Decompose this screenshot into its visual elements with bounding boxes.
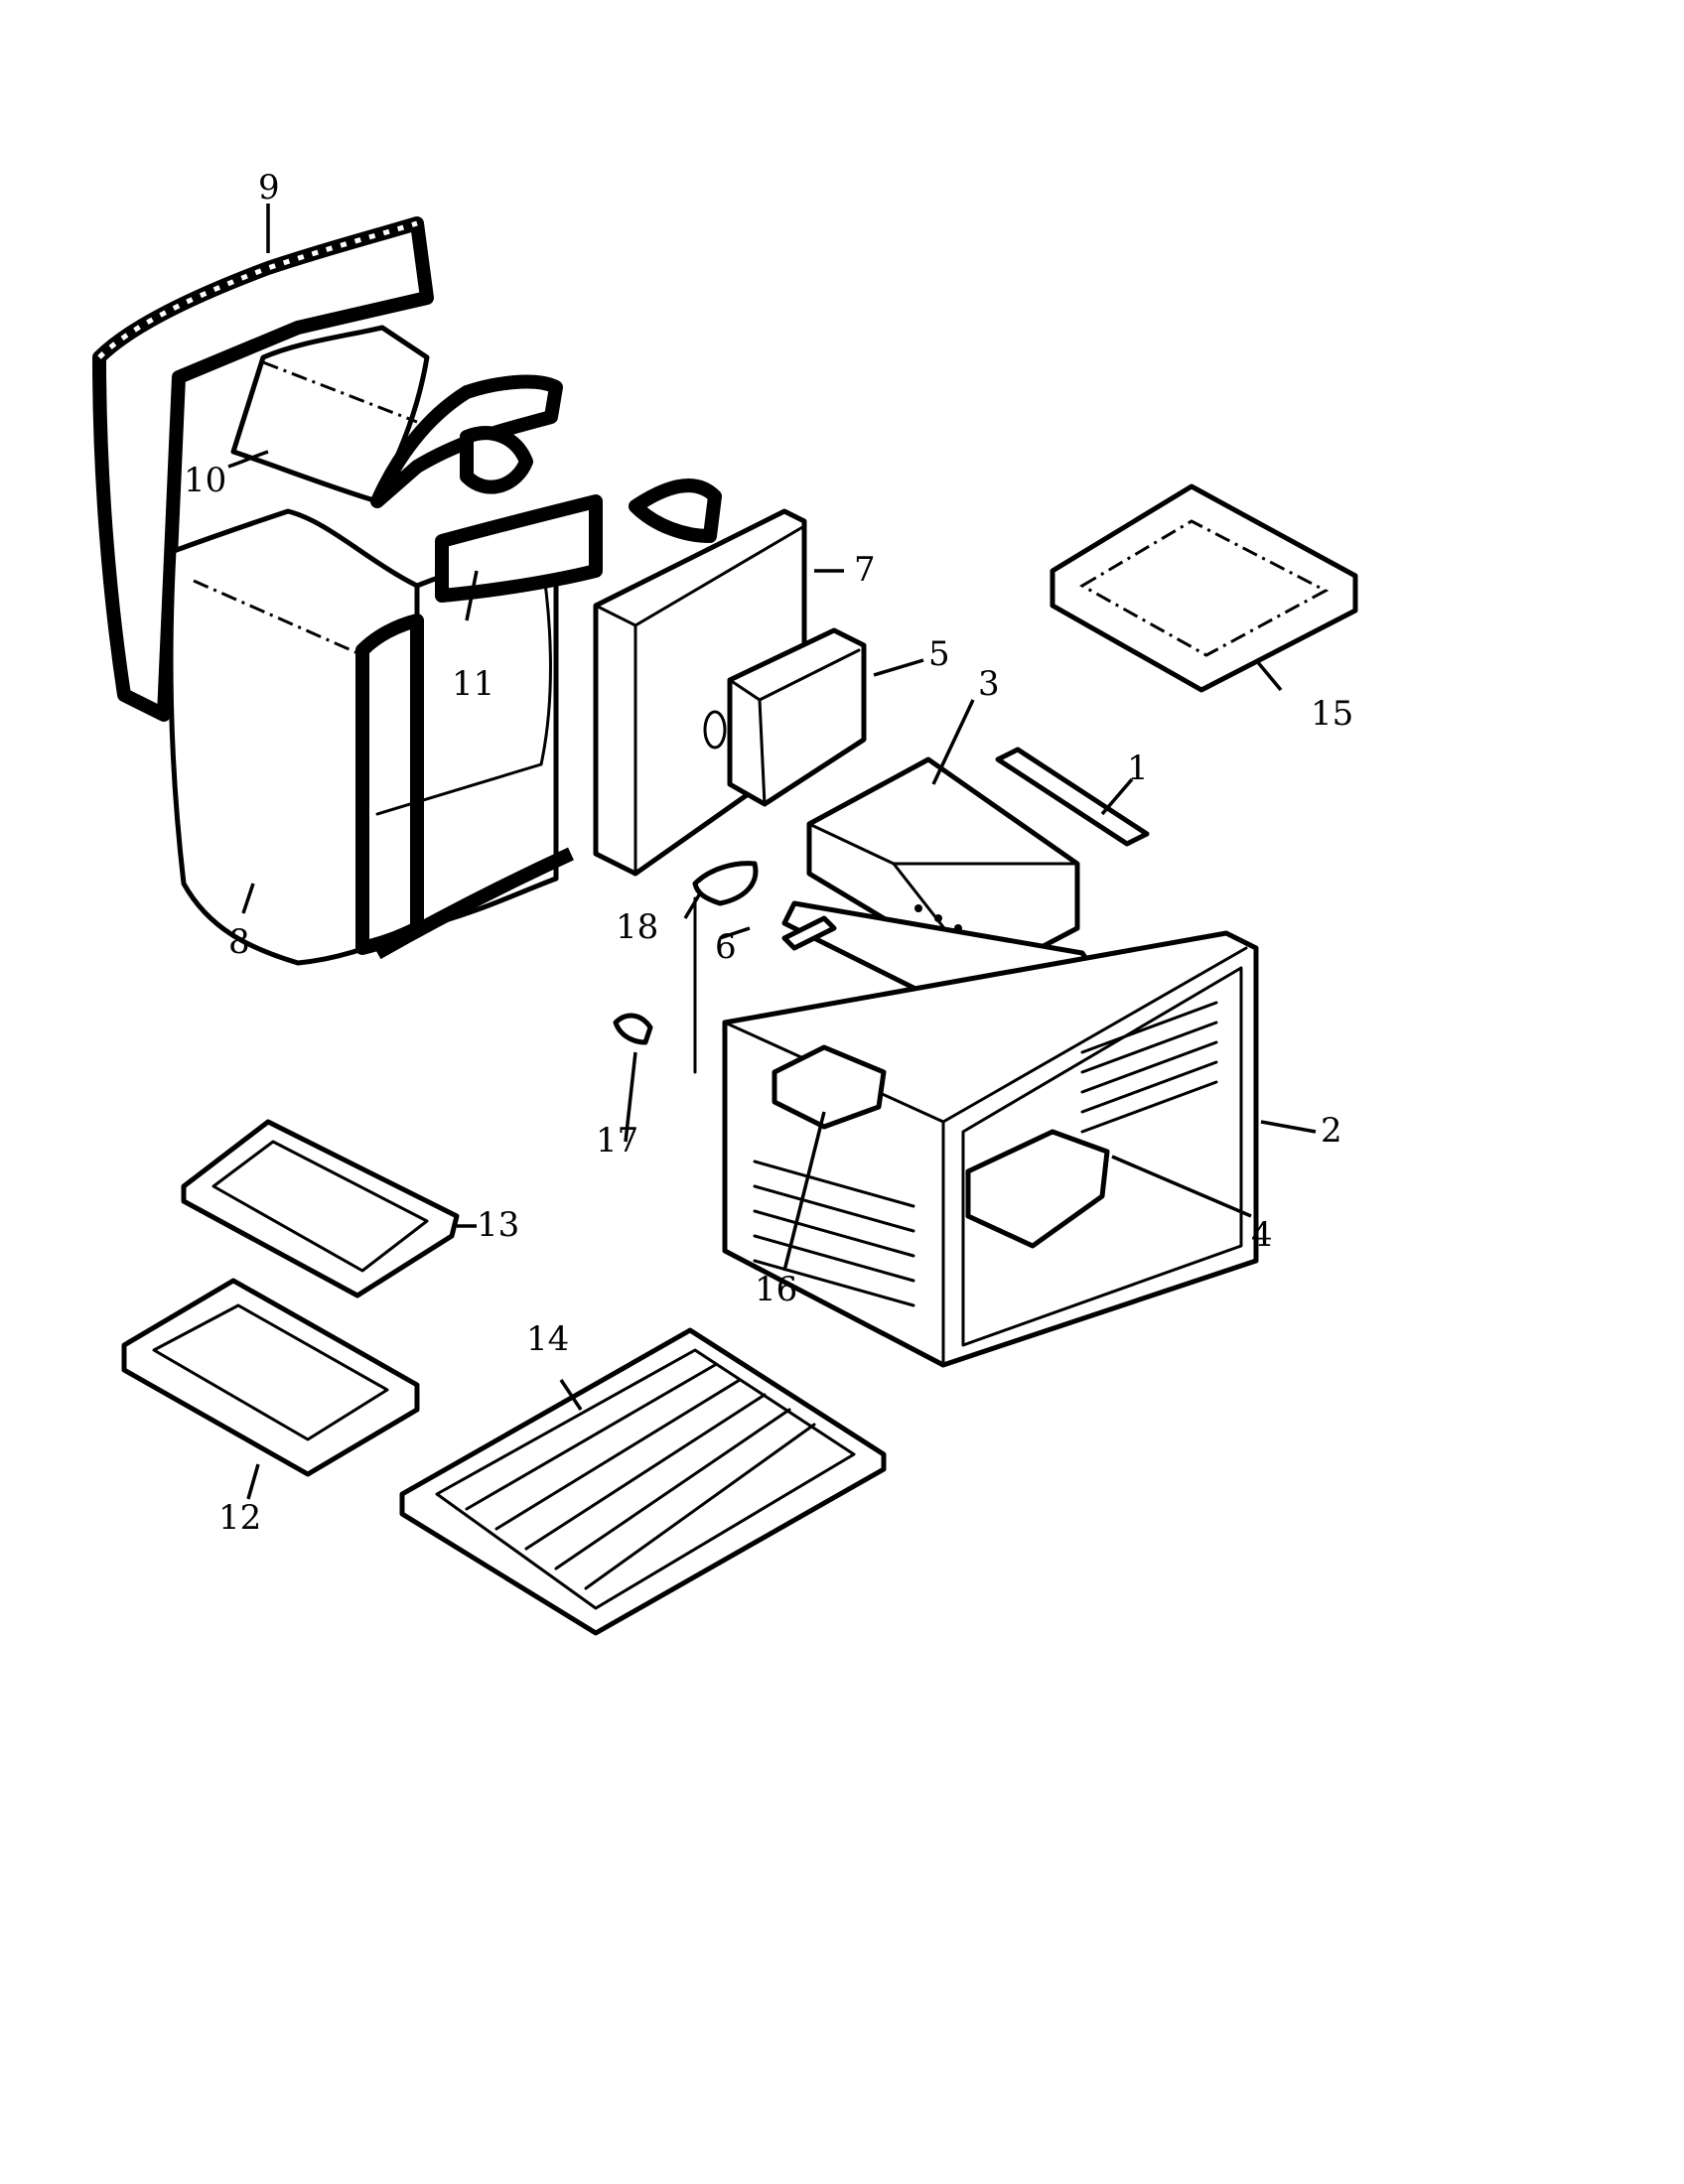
callout-12: 12 <box>218 1498 261 1538</box>
part-1-bar <box>995 747 1150 847</box>
part-12-broiler-pan <box>121 1278 420 1477</box>
callout-4: 4 <box>1251 1215 1273 1255</box>
part-5-heat-shield <box>727 627 867 807</box>
callout-14: 14 <box>526 1319 569 1359</box>
part-18-hanger <box>692 861 759 1074</box>
callout-7: 7 <box>854 550 876 590</box>
callout-11: 11 <box>452 664 494 704</box>
part-9-outer-insulation <box>92 216 434 722</box>
callout-6: 6 <box>715 927 737 967</box>
part-2-oven-liner <box>722 930 1259 1368</box>
callout-3: 3 <box>978 664 1000 704</box>
part-8-oven-insulation-wrap <box>168 508 574 966</box>
callout-13: 13 <box>477 1205 519 1245</box>
part-13-broiler-grid <box>181 1119 460 1298</box>
leader-lines <box>227 204 1317 1500</box>
callout-labels: 9 10 11 8 7 5 3 1 15 2 4 16 6 18 17 13 1… <box>184 168 1353 1538</box>
callout-16: 16 <box>755 1270 797 1309</box>
callout-15: 15 <box>1311 694 1353 734</box>
part-17-small-clip <box>613 1013 653 1045</box>
callout-18: 18 <box>616 907 658 947</box>
part-14-oven-rack <box>399 1327 887 1636</box>
part-11-small-insulation <box>435 426 722 603</box>
callout-1: 1 <box>1127 749 1149 788</box>
liner-ribs <box>753 1001 1218 1307</box>
callout-5: 5 <box>928 634 950 674</box>
callout-8: 8 <box>228 922 250 962</box>
callout-9: 9 <box>258 168 280 207</box>
part-4-inner-tray <box>965 1129 1110 1249</box>
callout-17: 17 <box>596 1121 638 1160</box>
part-16-bracket <box>772 1044 887 1130</box>
callout-10: 10 <box>184 461 226 500</box>
part-6-clip <box>781 915 837 951</box>
callout-2: 2 <box>1321 1111 1342 1151</box>
part-15-frame <box>1050 483 1358 693</box>
